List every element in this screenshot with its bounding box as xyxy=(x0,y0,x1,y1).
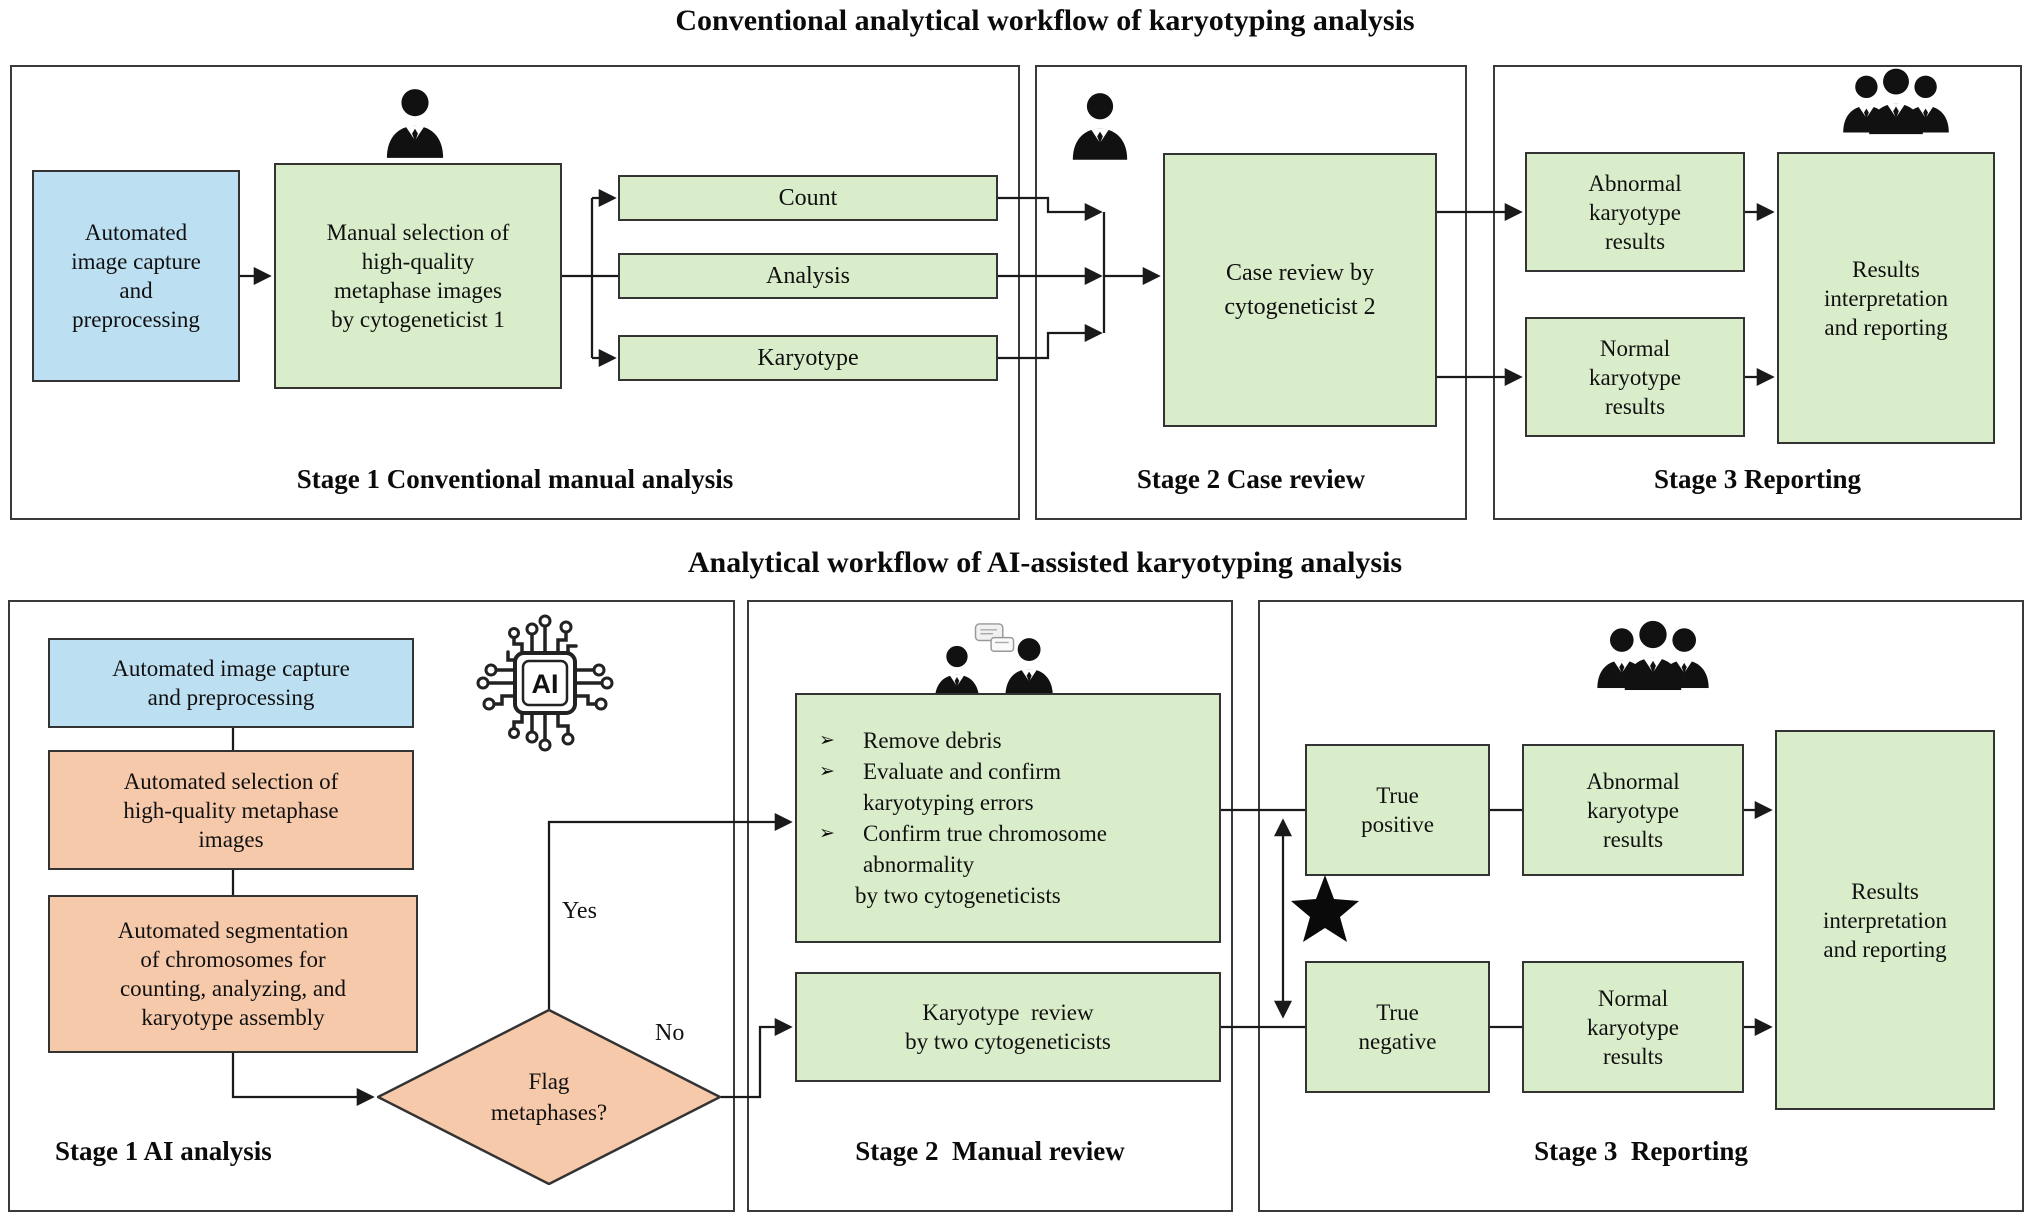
capture-box-conventional: Automated image capture and preprocessin… xyxy=(32,170,240,382)
normal-results-box-conventional: Normal karyotype results xyxy=(1525,317,1745,437)
results-interpretation-box-conventional: Results interpretation and reporting xyxy=(1777,152,1995,444)
true-negative-box: True negative xyxy=(1305,961,1490,1093)
review-task-row: abnormality xyxy=(863,852,975,877)
bullet-icon: ➢ xyxy=(819,760,835,782)
abnormal-results-box-ai: Abnormal karyotype results xyxy=(1522,744,1744,876)
stage2-conventional-label: Stage 2 Case review xyxy=(1136,464,1366,494)
review-task-row: karyotyping errors xyxy=(863,790,1034,815)
flag-metaphases-diamond xyxy=(377,1009,721,1185)
auto-selection-box: Automated selection of high-quality meta… xyxy=(48,750,414,870)
auto-segmentation-box: Automated segmentation of chromosomes fo… xyxy=(48,895,418,1053)
results-interpretation-box-ai: Results interpretation and reporting xyxy=(1775,730,1995,1110)
two-cytogeneticists-discussion-icon xyxy=(930,622,1060,700)
stage1-conventional-label: Stage 1 Conventional manual analysis xyxy=(296,464,734,494)
karyotype-review-box: Karyotype review by two cytogeneticists xyxy=(795,972,1221,1082)
review-team-icon xyxy=(1840,64,1952,138)
ai-workflow-title: Analytical workflow of AI-assisted karyo… xyxy=(687,546,1403,579)
conventional-workflow-title: Conventional analytical workflow of kary… xyxy=(675,4,1415,37)
flag-metaphases-label: Flag metaphases? xyxy=(490,1069,608,1125)
star-icon xyxy=(1290,873,1360,945)
review-task-row: ➢Confirm true chromosome xyxy=(819,818,1107,849)
reporting-team-icon xyxy=(1594,616,1712,694)
count-bar: Count xyxy=(618,175,998,221)
case-review-box: Case review by cytogeneticist 2 xyxy=(1163,153,1437,427)
normal-results-box-ai: Normal karyotype results xyxy=(1522,961,1744,1093)
stage1-ai-label: Stage 1 AI analysis xyxy=(55,1136,272,1166)
abnormal-results-box-conventional: Abnormal karyotype results xyxy=(1525,152,1745,272)
review-task-row: ➢Remove debris xyxy=(819,725,1002,756)
stage3-ai-label: Stage 3 Reporting xyxy=(1534,1136,1748,1166)
manual-selection-box: Manual selection of high-quality metapha… xyxy=(274,163,562,389)
no-label: No xyxy=(655,1020,685,1046)
manual-review-tasks-box: ➢Remove debris ➢Evaluate and confirm kar… xyxy=(795,693,1221,943)
review-task-row: by two cytogeneticists xyxy=(855,883,1061,908)
bullet-icon: ➢ xyxy=(819,729,835,751)
cytogeneticist2-icon xyxy=(1070,90,1130,160)
stage2-ai-label: Stage 2 Manual review xyxy=(855,1136,1125,1166)
analysis-bar: Analysis xyxy=(618,253,998,299)
stage3-conventional-label: Stage 3 Reporting xyxy=(1654,464,1861,494)
ai-chip-icon xyxy=(470,608,620,758)
true-positive-box: True positive xyxy=(1305,744,1490,876)
review-task-row: ➢Evaluate and confirm xyxy=(819,756,1061,787)
bullet-icon: ➢ xyxy=(819,822,835,844)
karyotype-bar: Karyotype xyxy=(618,335,998,381)
cytogeneticist1-icon xyxy=(384,86,446,158)
yes-label: Yes xyxy=(562,898,597,924)
capture-box-ai: Automated image capture and preprocessin… xyxy=(48,638,414,728)
